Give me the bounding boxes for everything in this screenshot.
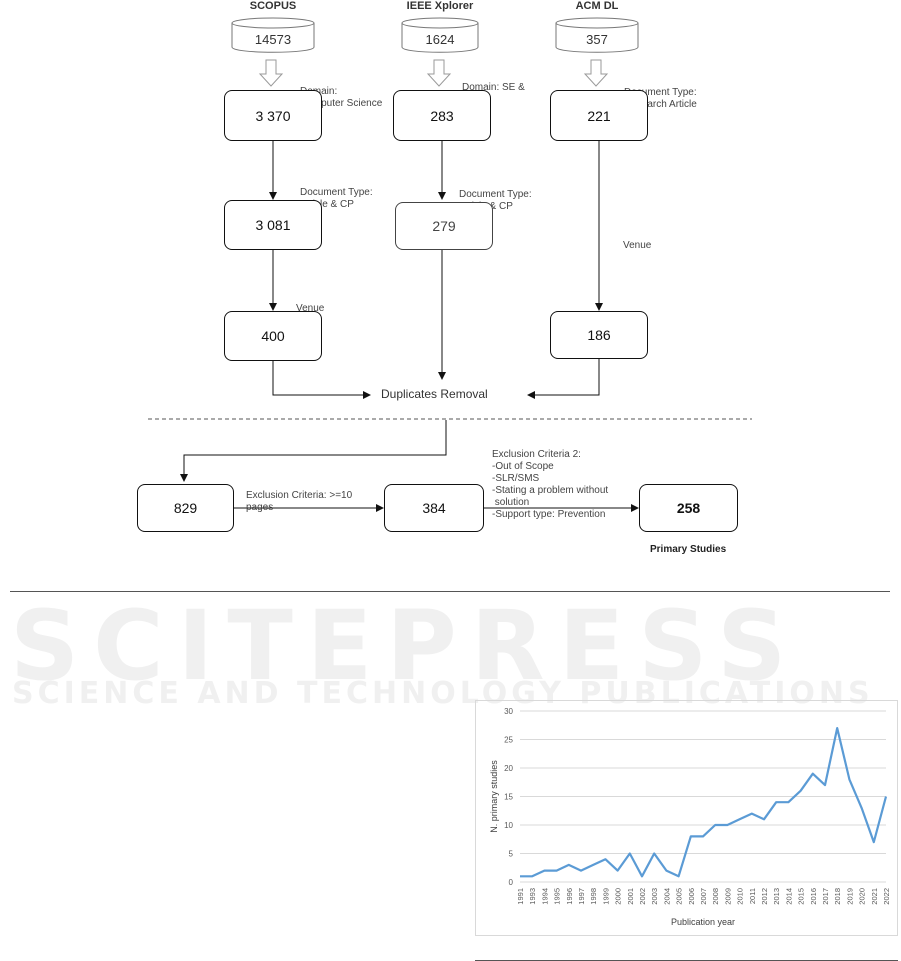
x-tick-label: 2016 <box>809 888 818 905</box>
acm-title: ACM DL <box>575 0 619 12</box>
after-duplicates-box: 829 <box>137 484 234 532</box>
x-tick-label: 2006 <box>687 888 696 905</box>
scopus-database: SCOPUS 14573 <box>231 0 315 54</box>
x-tick-label: 1991 <box>516 888 525 905</box>
acm-count: 357 <box>586 32 608 47</box>
x-tick-label: 2010 <box>736 888 745 905</box>
x-tick-label: 2008 <box>711 888 720 905</box>
y-tick-label: 30 <box>504 707 513 716</box>
ieee-title: IEEE Xplorer <box>406 0 474 12</box>
y-tick-label: 5 <box>509 850 514 859</box>
scopus-stage1-box: 3 370 <box>224 90 322 141</box>
x-tick-label: 2020 <box>858 888 867 905</box>
x-tick-label: 2011 <box>748 888 757 904</box>
primary-studies-label: Primary Studies <box>650 544 727 555</box>
x-tick-label: 2009 <box>723 888 732 905</box>
x-tick-label: 2003 <box>650 888 659 905</box>
x-tick-label: 1997 <box>577 888 586 905</box>
exclusion-criteria-2-label: Exclusion Criteria 2:-Out of Scope-SLR/S… <box>492 449 609 520</box>
acm-venue-label: Venue <box>623 240 652 251</box>
acm-stage3-box: 186 <box>550 311 648 359</box>
x-tick-label: 1994 <box>540 888 549 905</box>
y-tick-label: 25 <box>504 736 513 745</box>
scopus-title: SCOPUS <box>249 0 297 12</box>
primary-studies-box: 258 <box>639 484 738 532</box>
x-tick-label: 2014 <box>784 888 793 905</box>
database-icon <box>231 17 315 53</box>
x-tick-label: 2000 <box>614 888 623 905</box>
watermark-subtitle: SCIENCE AND TECHNOLOGY PUBLICATIONS <box>12 676 874 711</box>
x-tick-label: 2002 <box>638 888 647 905</box>
y-axis-label: N. primary studies <box>489 760 499 833</box>
scopus-count: 14573 <box>254 32 292 47</box>
hollow-arrow-scopus <box>258 59 284 87</box>
duplicates-removal-label: Duplicates Removal <box>381 387 488 401</box>
y-tick-label: 0 <box>509 878 514 887</box>
x-tick-label: 2018 <box>833 888 842 905</box>
acm-stage1-box: 221 <box>550 90 648 141</box>
ieee-count: 1624 <box>425 32 455 47</box>
x-tick-label: 2012 <box>760 888 769 905</box>
x-tick-label: 2015 <box>797 888 806 905</box>
series-line <box>520 727 888 878</box>
x-tick-label: 2019 <box>845 888 854 905</box>
database-icon <box>401 17 479 53</box>
x-tick-label: 1999 <box>601 888 610 905</box>
chart-frame <box>475 700 898 936</box>
scopus-stage2-box: 3 081 <box>224 200 322 250</box>
after-exclusion1-box: 384 <box>384 484 484 532</box>
x-tick-label: 2021 <box>870 888 879 905</box>
x-tick-label: 2005 <box>675 888 684 905</box>
flowchart-connectors <box>148 59 752 512</box>
hollow-arrow-ieee <box>426 59 452 87</box>
y-tick-label: 10 <box>504 821 513 830</box>
y-tick-label: 20 <box>504 764 513 773</box>
watermark-main: SCITEPRESS <box>10 590 801 702</box>
ieee-stage2-box: 279 <box>395 202 493 250</box>
x-tick-label: 1998 <box>589 888 598 905</box>
x-tick-label: 2013 <box>772 888 781 905</box>
database-icon <box>555 17 639 53</box>
hollow-arrow-acm <box>583 59 609 87</box>
figure-separator-rule <box>10 591 890 592</box>
ieee-database: IEEE Xplorer 1624 <box>401 0 479 54</box>
x-tick-label: 1995 <box>553 888 562 905</box>
x-tick-label: 1993 <box>528 888 537 905</box>
scopus-stage3-box: 400 <box>224 311 322 361</box>
x-tick-label: 2007 <box>699 888 708 905</box>
x-tick-label: 1996 <box>565 888 574 905</box>
x-tick-label: 2004 <box>662 888 671 905</box>
ieee-stage1-box: 283 <box>393 90 491 141</box>
acm-database: ACM DL 357 <box>555 0 639 54</box>
y-tick-label: 15 <box>504 793 513 802</box>
x-axis-label: Publication year <box>671 917 735 927</box>
scopus-venue-label: Venue <box>296 303 325 314</box>
x-tick-label: 2001 <box>626 888 635 905</box>
x-tick-label: 2017 <box>821 888 830 905</box>
x-tick-label: 2022 <box>882 888 891 905</box>
